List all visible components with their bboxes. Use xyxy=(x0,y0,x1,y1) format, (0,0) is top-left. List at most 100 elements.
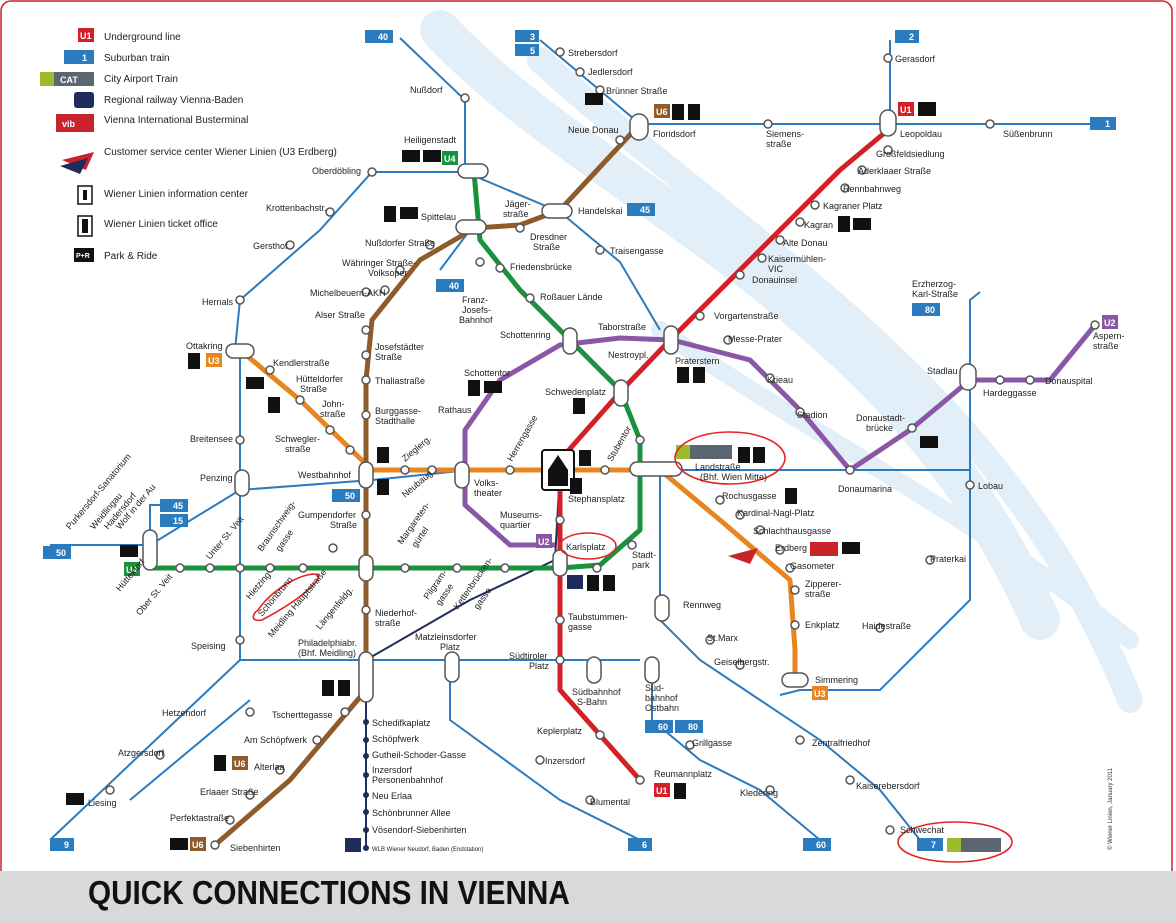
ticket-icon xyxy=(677,367,689,383)
u6-floridsdorf-badge: U6 xyxy=(654,104,670,118)
station-aderklaaer: Aderklaaer Straße xyxy=(858,166,931,176)
station-schoenbrunner-allee: Schönbrunner Allee xyxy=(372,808,451,818)
station-zieglerg: Zieglerg. xyxy=(400,433,433,463)
station-landstrasse: Landstraße xyxy=(695,462,741,472)
park-ride-icon xyxy=(842,542,860,554)
svg-text:40: 40 xyxy=(378,32,388,42)
svg-text:U2: U2 xyxy=(538,537,550,547)
station-burggasse-2: Stadthalle xyxy=(375,416,415,426)
svg-text:U3: U3 xyxy=(208,356,220,366)
legend-vib: vib Vienna International Busterminal xyxy=(56,114,248,132)
station-siemensstrasse-2: straße xyxy=(766,139,792,149)
station-geiselbergstr: Geiselbergstr. xyxy=(714,657,770,667)
station-keplerplatz: Keplerplatz xyxy=(537,726,583,736)
s5-badge: 5 xyxy=(515,44,539,56)
s45b-badge: 45 xyxy=(160,499,188,512)
svg-text:U4: U4 xyxy=(126,565,138,575)
page-title: QUICK CONNECTIONS IN VIENNA xyxy=(88,874,570,911)
station-kagraner-platz: Kagraner Platz xyxy=(823,201,883,211)
cat-schwechat-icon xyxy=(947,838,1001,852)
station-matzleinsdorfer: Matzleinsdorfer xyxy=(415,632,477,642)
legend-s: 1 Suburban train xyxy=(64,50,170,64)
station-schottentor: Schottentor xyxy=(464,368,510,378)
svg-text:9: 9 xyxy=(64,840,69,850)
info-icon xyxy=(753,447,765,463)
station-alte-donau: Alte Donau xyxy=(783,238,828,248)
station-museumsquartier: Museums- xyxy=(500,510,542,520)
s50b-badge: 50 xyxy=(43,546,71,559)
station-donauspital: Donauspital xyxy=(1045,376,1093,386)
station-hardeggasse: Hardeggasse xyxy=(983,388,1037,398)
station-dresdner: Dresdner xyxy=(530,232,567,242)
park-ride-icon xyxy=(920,436,938,448)
station-gerasdorf: Gerasdorf xyxy=(895,54,936,64)
station-suedbahnhof-ost-2: bahnhof xyxy=(645,693,678,703)
station-rennbahnweg: Rennbahnweg xyxy=(843,184,901,194)
u1-badge-icon xyxy=(78,28,94,42)
station-johnstr: John- xyxy=(322,399,345,409)
station-strebersdorf: Strebersdorf xyxy=(568,48,618,58)
park-ride-icon xyxy=(402,150,420,162)
station-enkplatz: Enkplatz xyxy=(805,620,840,630)
u3-simmering-badge: U3 xyxy=(812,686,828,700)
u4-heiligenstadt-badge: U4 xyxy=(442,151,458,165)
park-ride-icon xyxy=(423,150,441,162)
station-niederhofstr-2: straße xyxy=(375,618,401,628)
s2-badge: 2 xyxy=(895,30,919,43)
station-michelbeuern: Michelbeuern-AKH xyxy=(310,288,386,298)
station-westbahnhof: Westbahnhof xyxy=(298,470,351,480)
station-taubstummengasse-2: gasse xyxy=(568,622,592,632)
s60b-badge: 60 xyxy=(803,838,831,851)
station-donaustadtbruecke-2: brücke xyxy=(866,423,893,433)
legend-cat-label: City Airport Train xyxy=(104,74,178,85)
station-nussdorf: Nußdorf xyxy=(410,85,443,95)
station-karlsplatz: Karlsplatz xyxy=(566,542,606,552)
s45-badge: 45 xyxy=(627,203,655,216)
svg-text:45: 45 xyxy=(640,205,650,215)
s-badges: 40 3 5 2 1 45 40 50 45 15 50 80 60 80 60… xyxy=(43,30,1116,851)
station-haidestrasse: Haidestraße xyxy=(862,621,911,631)
station-thaliastrasse: Thaliastraße xyxy=(375,376,425,386)
station-siebenhirten: Siebenhirten xyxy=(230,843,281,853)
station-aspernstrasse-2: straße xyxy=(1093,341,1119,351)
station-niederhofstr: Niederhof- xyxy=(375,608,417,618)
svg-text:U2: U2 xyxy=(1104,318,1116,328)
station-aspernstrasse: Aspern- xyxy=(1093,331,1125,341)
legend-ticket-label: Wiener Linien ticket office xyxy=(104,219,218,230)
station-huetteldorfer: Hütteldorfer xyxy=(296,374,343,384)
station-krieau: Krieau xyxy=(767,375,793,385)
station-rossauer: Roßauer Lände xyxy=(540,292,603,302)
station-messe-prater: Messe-Prater xyxy=(728,334,782,344)
svg-text:U3: U3 xyxy=(814,689,826,699)
station-erdberg: Erdberg xyxy=(775,543,807,553)
station-suedbahnhof-sb: Südbahnhof xyxy=(572,687,621,697)
vib-logo-icon xyxy=(56,114,94,132)
station-tscherttegasse: Tscherttegasse xyxy=(272,710,333,720)
station-siemensstrasse: Siemens- xyxy=(766,129,804,139)
ticket-icon xyxy=(785,488,797,504)
u1-leopoldau-badge: U1 xyxy=(898,102,914,116)
svg-text:1: 1 xyxy=(1105,119,1110,129)
s-badge-icon xyxy=(64,50,94,64)
station-blumental: Blumental xyxy=(590,797,630,807)
station-gersthof: Gersthof xyxy=(253,241,288,251)
station-floridsdorf: Floridsdorf xyxy=(653,129,696,139)
station-nestroyplatz: Nestroypl. xyxy=(608,350,649,360)
station-schwechat: Schwechat xyxy=(900,825,945,835)
station-ottakring: Ottakring xyxy=(186,341,223,351)
station-st-marx: St.Marx xyxy=(707,633,739,643)
station-erlaaer-str: Erlaaer Straße xyxy=(200,787,259,797)
station-kagran: Kagran xyxy=(804,220,833,230)
legend-park-ride: P+R Park & Ride xyxy=(74,248,158,262)
svg-text:2: 2 xyxy=(909,32,914,42)
park-ride-icon xyxy=(585,93,603,105)
station-kaiserebersdorf: Kaiserebersdorf xyxy=(856,781,920,791)
station-alterlaa: Alterlaa xyxy=(254,762,285,772)
station-rathaus: Rathaus xyxy=(438,405,472,415)
station-atzgersdorf: Atzgersdorf xyxy=(118,748,165,758)
station-suedbahnhof-ost-3: Ostbahn xyxy=(645,703,679,713)
station-lobau: Lobau xyxy=(978,481,1003,491)
svg-text:40: 40 xyxy=(449,281,459,291)
s60-badge: 60 xyxy=(645,720,673,733)
